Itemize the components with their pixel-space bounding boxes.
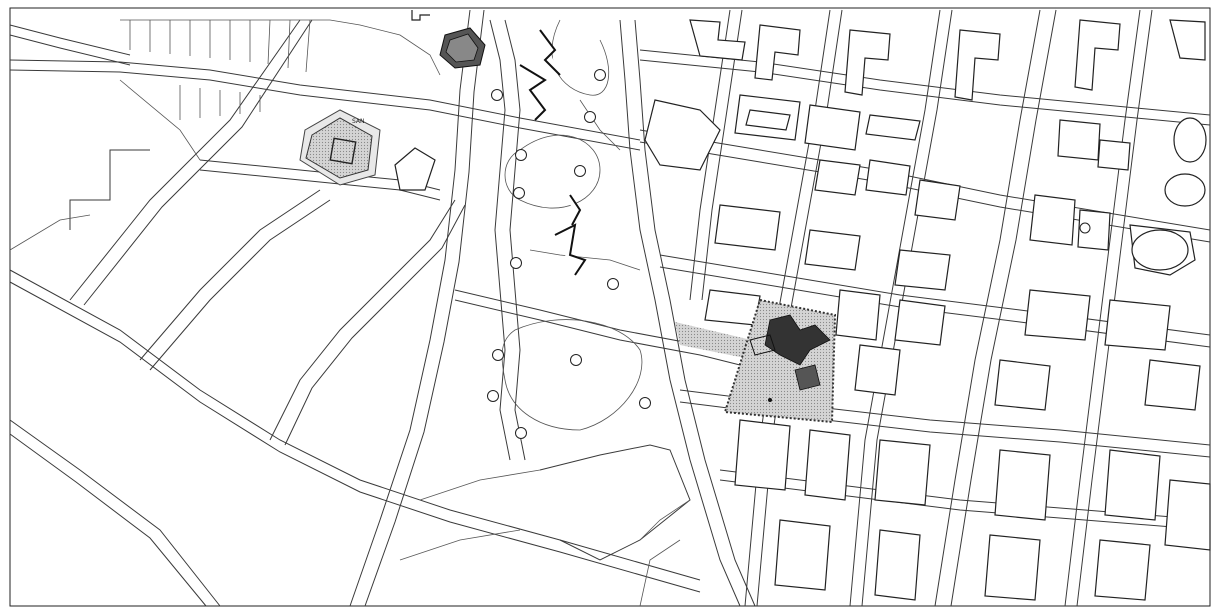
building	[394, 147, 436, 191]
zigzag-buildings	[519, 29, 587, 276]
park-trees	[487, 69, 651, 439]
north-dark-complex	[411, 10, 486, 69]
parcel-label: SAN	[352, 118, 365, 125]
east-buildings	[644, 19, 1211, 601]
west-roads	[9, 9, 701, 607]
plaza-highlight	[675, 298, 837, 424]
nw-residential	[120, 19, 441, 120]
west-highlight-parcel: SAN	[299, 109, 381, 186]
map-border	[9, 7, 1211, 607]
south-parcels	[399, 444, 691, 607]
